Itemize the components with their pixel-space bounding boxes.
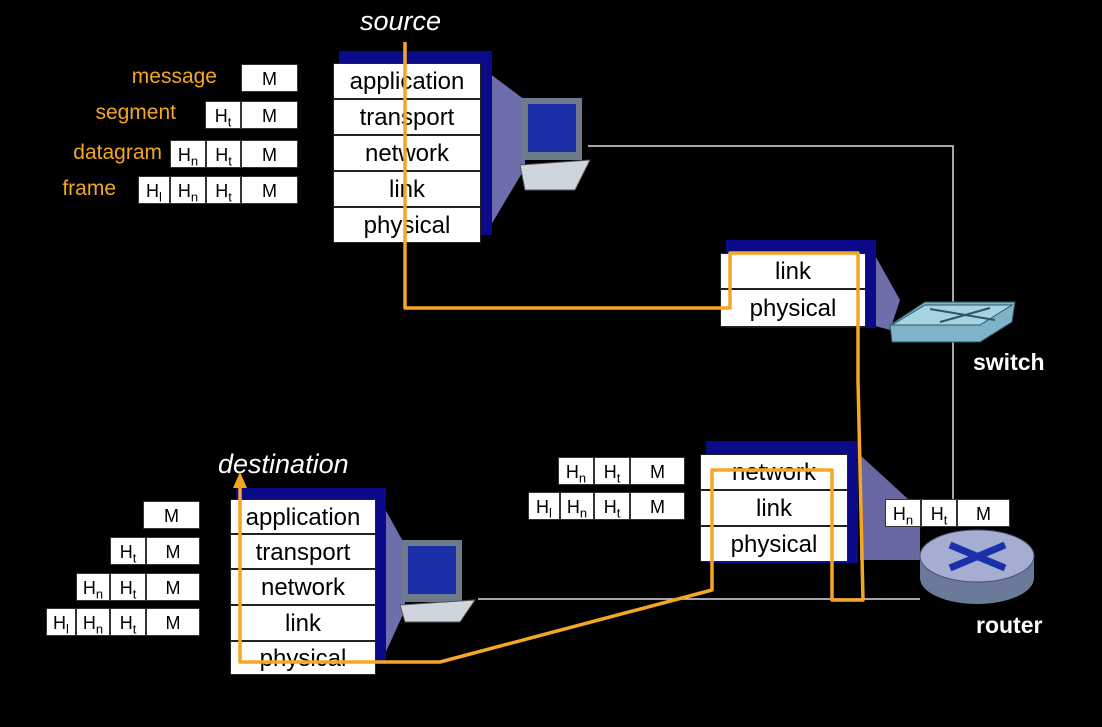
data-path-arrowhead <box>233 472 247 488</box>
router-out-ht-cell: Ht <box>921 499 957 528</box>
source-layer-physical: physical <box>333 207 481 243</box>
switch-icon <box>889 301 1016 343</box>
dest-frame-m-cell: M <box>146 608 200 636</box>
source-layer-transport: transport <box>333 99 481 135</box>
data-path-line <box>238 42 865 664</box>
router-datagram-hn-cell: Hn <box>558 457 594 486</box>
message-label: message <box>131 65 217 88</box>
segment-ht-cell: Ht <box>205 101 241 130</box>
router-icon <box>919 529 1035 604</box>
router-out-m-cell: M <box>957 499 1010 527</box>
frame-label: frame <box>62 177 116 200</box>
computer-icon <box>399 540 476 623</box>
source-layer-network: network <box>333 135 481 171</box>
message-m-cell: M <box>241 64 298 92</box>
segment-label: segment <box>95 101 176 124</box>
dest-frame-ht-cell: Ht <box>110 608 146 637</box>
source-layer-link: link <box>333 171 481 207</box>
router-frame-hl-cell: Hl <box>528 492 560 521</box>
router-label: router <box>976 612 1043 638</box>
source-title: source <box>360 6 442 36</box>
destination-layer-transport: transport <box>230 534 376 569</box>
frame-m-cell: M <box>241 176 298 204</box>
dest-segment-ht-cell: Ht <box>110 537 146 566</box>
dest-datagram-ht-cell: Ht <box>110 573 146 602</box>
frame-hn-cell: Hn <box>170 176 206 205</box>
destination-layer-application: application <box>230 499 376 534</box>
datagram-label: datagram <box>73 141 162 164</box>
switch-layer-link: link <box>720 253 866 289</box>
destination-layer-link: link <box>230 605 376 641</box>
router-layer-network: network <box>700 454 848 490</box>
dest-frame-hl-cell: Hl <box>46 608 76 637</box>
datagram-m-cell: M <box>241 140 298 168</box>
router-datagram-m-cell: M <box>630 457 685 485</box>
router-datagram-ht-cell: Ht <box>594 457 630 486</box>
datagram-hn-cell: Hn <box>170 140 206 169</box>
dest-frame-hn-cell: Hn <box>76 608 110 637</box>
router-layer-link: link <box>700 490 848 526</box>
dest-message-m-cell: M <box>143 501 200 529</box>
router-out-hn-cell: Hn <box>885 499 921 528</box>
source-layer-application: application <box>333 63 481 99</box>
frame-ht-cell: Ht <box>206 176 241 205</box>
dest-datagram-hn-cell: Hn <box>76 573 110 602</box>
dest-segment-m-cell: M <box>146 537 200 565</box>
router-frame-m-cell: M <box>630 492 685 520</box>
dest-datagram-m-cell: M <box>146 573 200 601</box>
datagram-ht-cell: Ht <box>206 140 241 169</box>
frame-hl-cell: Hl <box>138 176 170 205</box>
destination-layer-physical: physical <box>230 641 376 675</box>
router-frame-hn-cell: Hn <box>560 492 594 521</box>
destination-layer-network: network <box>230 569 376 605</box>
computer-icon <box>519 98 591 191</box>
router-layer-physical: physical <box>700 526 848 562</box>
segment-m-cell: M <box>241 101 298 129</box>
router-frame-ht-cell: Ht <box>594 492 630 521</box>
switch-label: switch <box>973 349 1045 375</box>
